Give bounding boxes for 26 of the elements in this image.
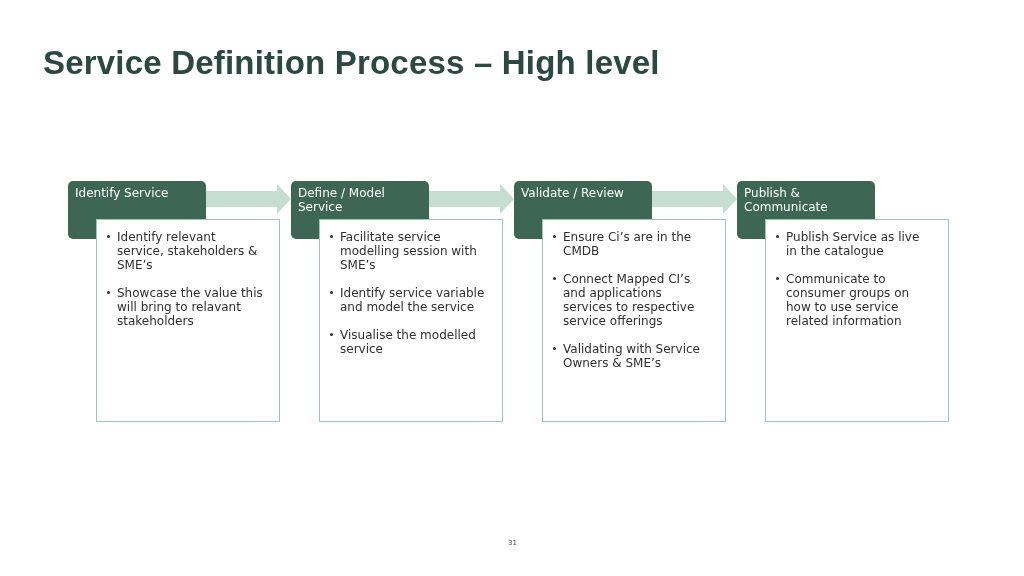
bullet-text: Ensure Ci’s are in the CMDB	[563, 230, 692, 258]
step-card	[96, 219, 280, 422]
block-arrow	[429, 184, 514, 214]
bullet-text: Identify service variable and model the service	[340, 286, 485, 314]
bullet-text: Identify relevant service, stakeholders & SME’s	[117, 230, 258, 272]
bullet-text: Connect Mapped CI’s and applications services to respective service offerings	[563, 272, 695, 328]
step-header	[514, 181, 652, 219]
step-card	[765, 219, 949, 422]
bullet-text: Facilitate service modelling session with SME’s	[340, 230, 477, 272]
step-title: Publish & Communicate	[744, 186, 829, 214]
bullet-text: Validating with Service Owners & SME’s	[563, 342, 700, 370]
step-header	[291, 181, 429, 219]
step-header	[737, 181, 875, 219]
step-title: Validate / Review	[521, 186, 625, 200]
step-card	[542, 219, 726, 422]
step-card	[319, 219, 503, 422]
block-arrow	[206, 184, 291, 214]
bullet-text: Visualise the modelled service	[340, 328, 476, 356]
bullet-text: Publish Service as live in the catalogue	[786, 230, 920, 258]
block-arrow	[652, 184, 737, 214]
bullet-text: Communicate to consumer groups on how to use service related information	[786, 272, 910, 328]
step-title: Define / Model Service	[298, 186, 386, 214]
slide-title: Service Definition Process – High level	[43, 44, 660, 82]
step-header	[68, 181, 206, 219]
step-title: Identify Service	[75, 186, 170, 200]
bullet-text: Showcase the value this will bring to relavant stakeholders	[117, 286, 263, 328]
